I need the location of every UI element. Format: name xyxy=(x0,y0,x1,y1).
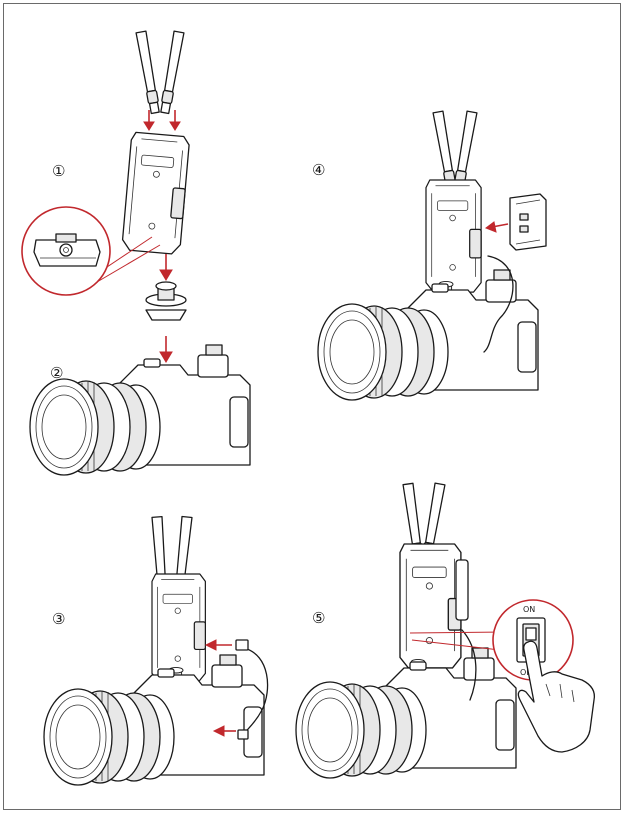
antenna-left xyxy=(135,30,161,115)
transmitter xyxy=(121,131,191,256)
power-cable xyxy=(483,255,514,353)
usb-cable xyxy=(243,647,269,735)
switch-on-label: ON xyxy=(523,605,535,614)
hand-creases xyxy=(545,683,575,703)
cable-connector-bottom xyxy=(237,729,249,740)
arrow-cable-bottom xyxy=(212,725,236,737)
step-3-group: ③ xyxy=(43,515,269,786)
callout-line-1 xyxy=(409,631,507,634)
step-1-group: ① xyxy=(21,30,191,363)
battery xyxy=(509,193,547,251)
zoom-callout xyxy=(21,206,161,296)
cable-connector-top xyxy=(235,639,249,651)
arrow-cable-top xyxy=(204,639,232,651)
arrow-antenna-right xyxy=(169,110,181,131)
transmitter-3 xyxy=(151,573,206,684)
step-4-number: ④ xyxy=(312,161,325,179)
arrow-to-mount xyxy=(159,254,173,281)
step-5-number: ⑤ xyxy=(312,609,325,627)
camera-step-4 xyxy=(317,269,539,401)
step-1-number: ① xyxy=(52,162,65,180)
step-3-number: ③ xyxy=(52,610,65,628)
step-2-group: ② xyxy=(29,344,251,476)
arrow-antenna-left xyxy=(143,110,155,131)
step-4-group: ④ xyxy=(312,110,547,401)
camera-step-5 xyxy=(295,647,517,779)
page-frame xyxy=(3,3,621,810)
antenna-right xyxy=(159,30,185,115)
transmitter-4 xyxy=(425,179,482,293)
battery-side-5 xyxy=(455,559,469,621)
arrow-to-camera xyxy=(159,336,173,363)
power-cable-5 xyxy=(461,629,477,701)
step-2-number: ② xyxy=(50,364,63,382)
hot-shoe-mount xyxy=(145,281,187,321)
transmitter-5 xyxy=(399,543,462,669)
camera-step-3 xyxy=(43,654,265,786)
hand-icon xyxy=(517,640,596,753)
callout-line-2 xyxy=(411,639,501,651)
step-5-group: ⑤ ON OFF xyxy=(295,482,596,779)
arrow-battery xyxy=(484,221,509,233)
